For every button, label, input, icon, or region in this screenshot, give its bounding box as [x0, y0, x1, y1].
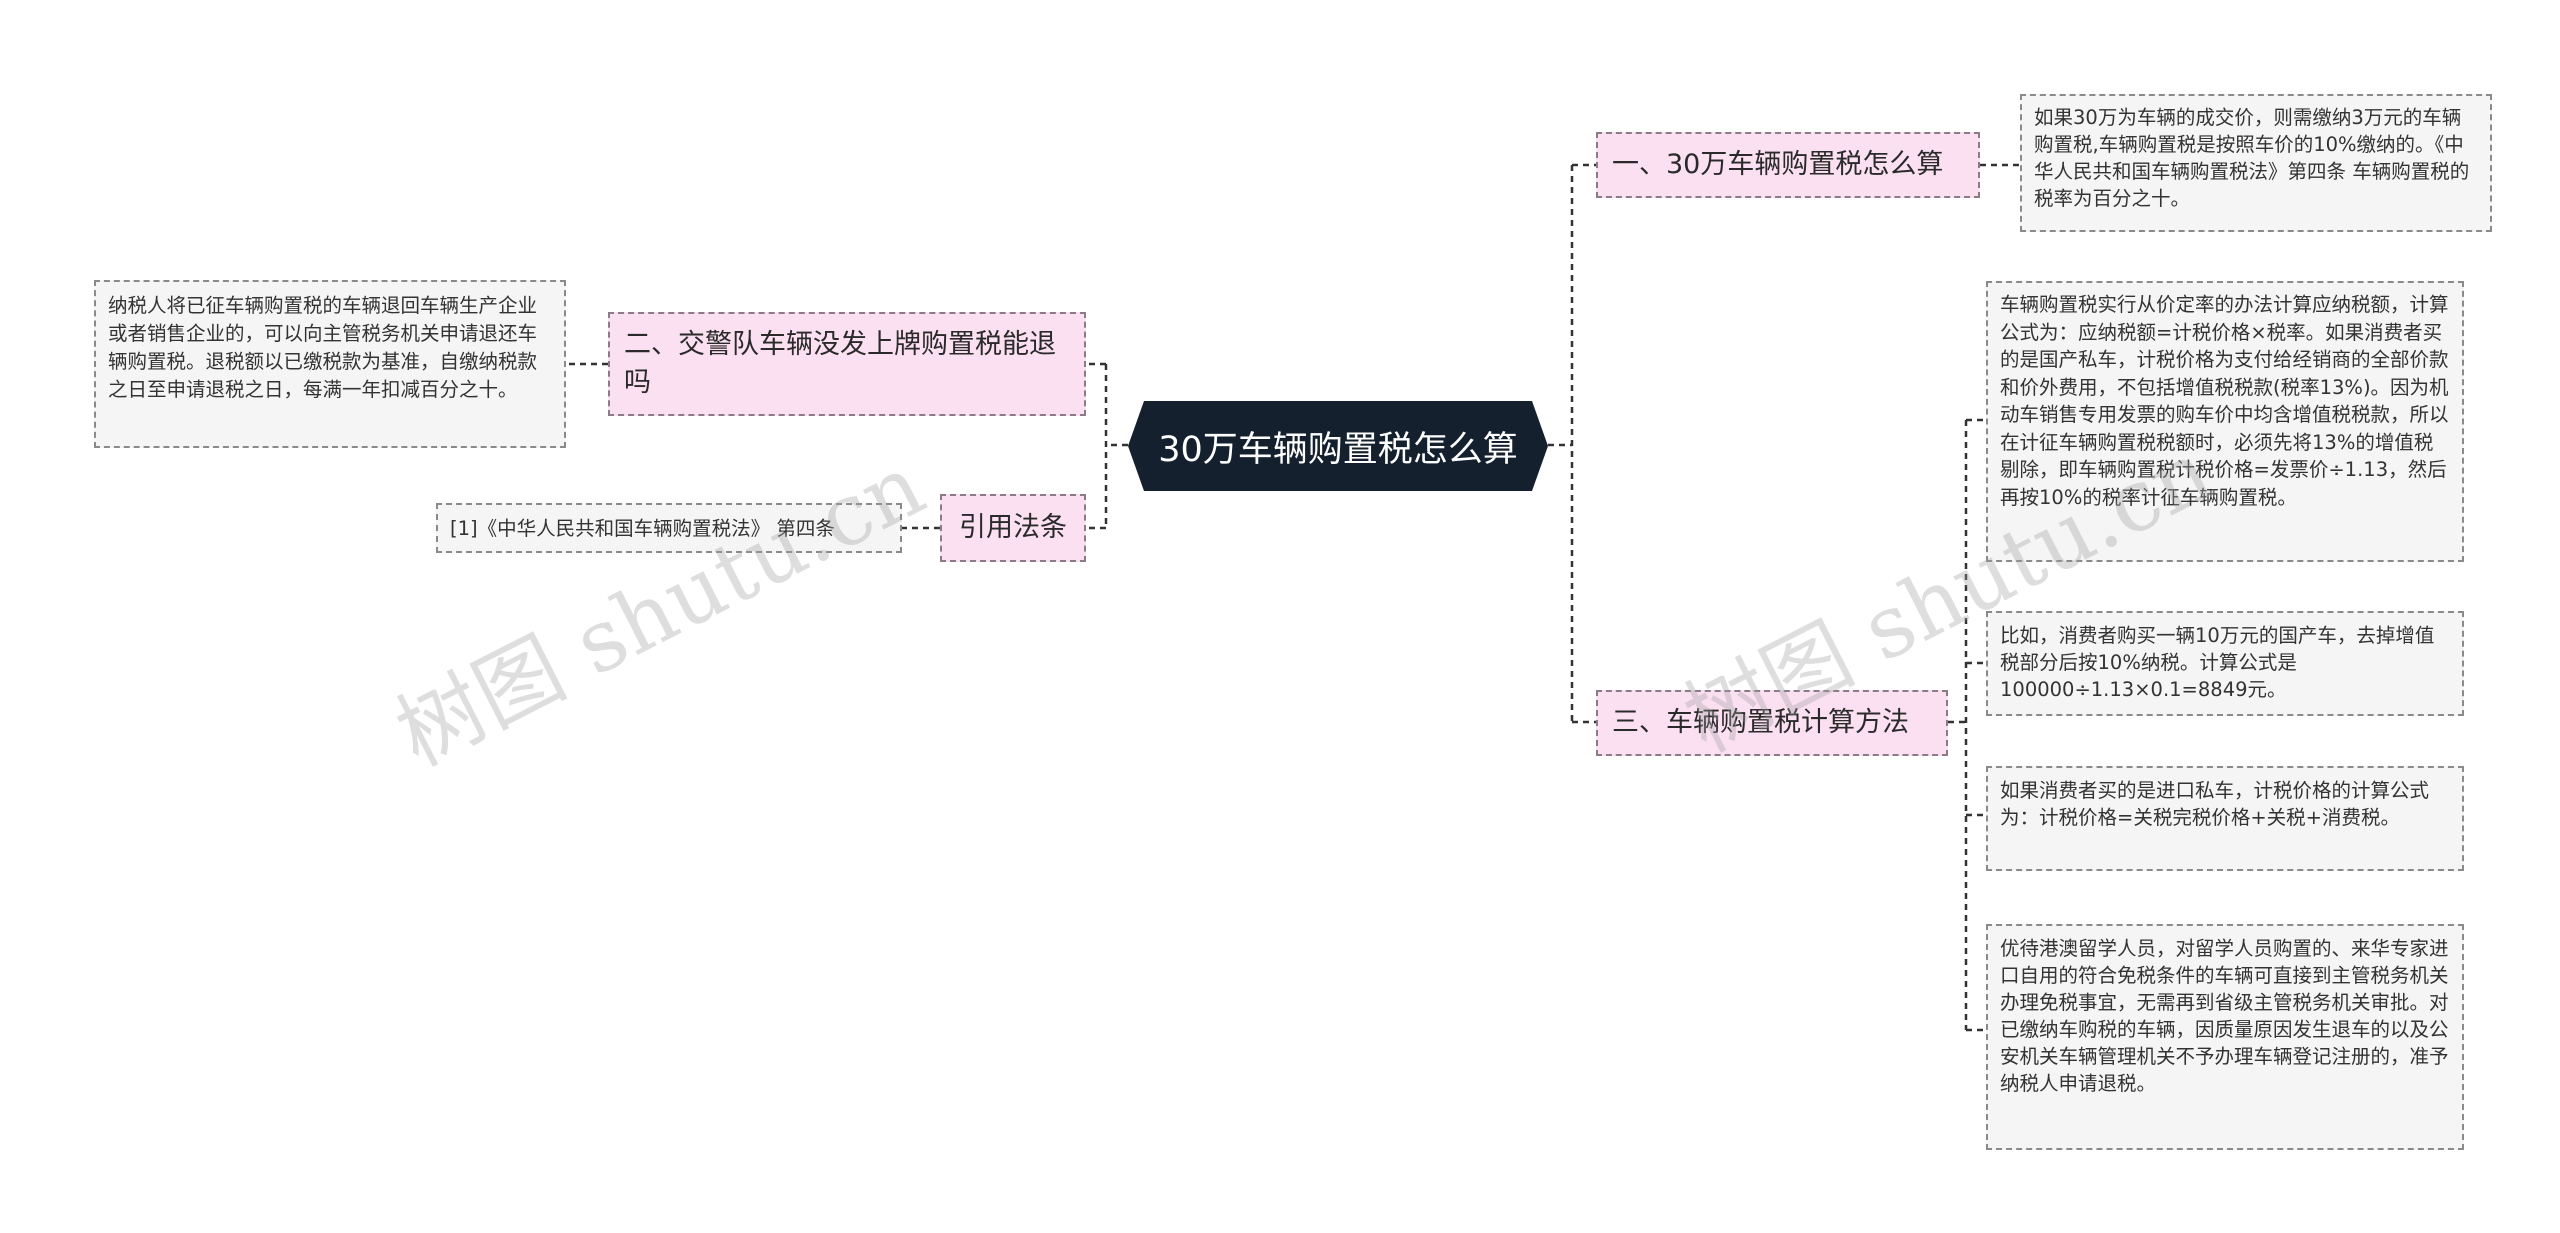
center-topic[interactable]: 30万车辆购置税怎么算	[1128, 401, 1548, 491]
leaf-calc-formula[interactable]: 车辆购置税实行从价定率的办法计算应纳税额，计算公式为：应纳税额=计税价格×税率。…	[1986, 281, 2464, 562]
leaf-imported-car[interactable]: 如果消费者买的是进口私车，计税价格的计算公式为：计税价格=关税完税价格+关税+消…	[1986, 766, 2464, 871]
branch-label: 三、车辆购置税计算方法	[1612, 707, 1909, 738]
center-topic-label: 30万车辆购置税怎么算	[1158, 429, 1518, 470]
branch-label: 一、30万车辆购置税怎么算	[1612, 149, 1944, 180]
branch-30wan-how-to-calc[interactable]: 一、30万车辆购置税怎么算	[1596, 132, 1980, 198]
leaf-text: 纳税人将已征车辆购置税的车辆退回车辆生产企业或者销售企业的，可以向主管税务机关申…	[108, 294, 538, 401]
leaf-text: 如果30万为车辆的成交价，则需缴纳3万元的车辆购置税,车辆购置税是按照车价的10…	[2034, 106, 2470, 210]
leaf-30wan-answer[interactable]: 如果30万为车辆的成交价，则需缴纳3万元的车辆购置税,车辆购置税是按照车价的10…	[2020, 94, 2492, 232]
leaf-text: [1]《中华人民共和国车辆购置税法》 第四条	[450, 516, 835, 540]
leaf-text: 比如，消费者购买一辆10万元的国产车，去掉增值税部分后按10%纳税。计算公式是1…	[2000, 624, 2435, 701]
leaf-citation[interactable]: [1]《中华人民共和国车辆购置税法》 第四条	[436, 503, 902, 553]
leaf-preferential-policy[interactable]: 优待港澳留学人员，对留学人员购置的、来华专家进口自用的符合免税条件的车辆可直接到…	[1986, 924, 2464, 1150]
leaf-calc-example[interactable]: 比如，消费者购买一辆10万元的国产车，去掉增值税部分后按10%纳税。计算公式是1…	[1986, 611, 2464, 716]
leaf-text: 优待港澳留学人员，对留学人员购置的、来华专家进口自用的符合免税条件的车辆可直接到…	[2000, 937, 2449, 1095]
leaf-text: 车辆购置税实行从价定率的办法计算应纳税额，计算公式为：应纳税额=计税价格×税率。…	[2000, 293, 2449, 509]
branch-calculation-method[interactable]: 三、车辆购置税计算方法	[1596, 690, 1948, 756]
branch-label: 二、交警队车辆没发上牌购置税能退吗	[624, 329, 1056, 398]
branch-refund-question[interactable]: 二、交警队车辆没发上牌购置税能退吗	[608, 312, 1086, 416]
branch-citation[interactable]: 引用法条	[940, 494, 1086, 562]
leaf-refund-answer[interactable]: 纳税人将已征车辆购置税的车辆退回车辆生产企业或者销售企业的，可以向主管税务机关申…	[94, 280, 566, 448]
branch-label: 引用法条	[959, 512, 1067, 543]
leaf-text: 如果消费者买的是进口私车，计税价格的计算公式为：计税价格=关税完税价格+关税+消…	[2000, 779, 2430, 829]
